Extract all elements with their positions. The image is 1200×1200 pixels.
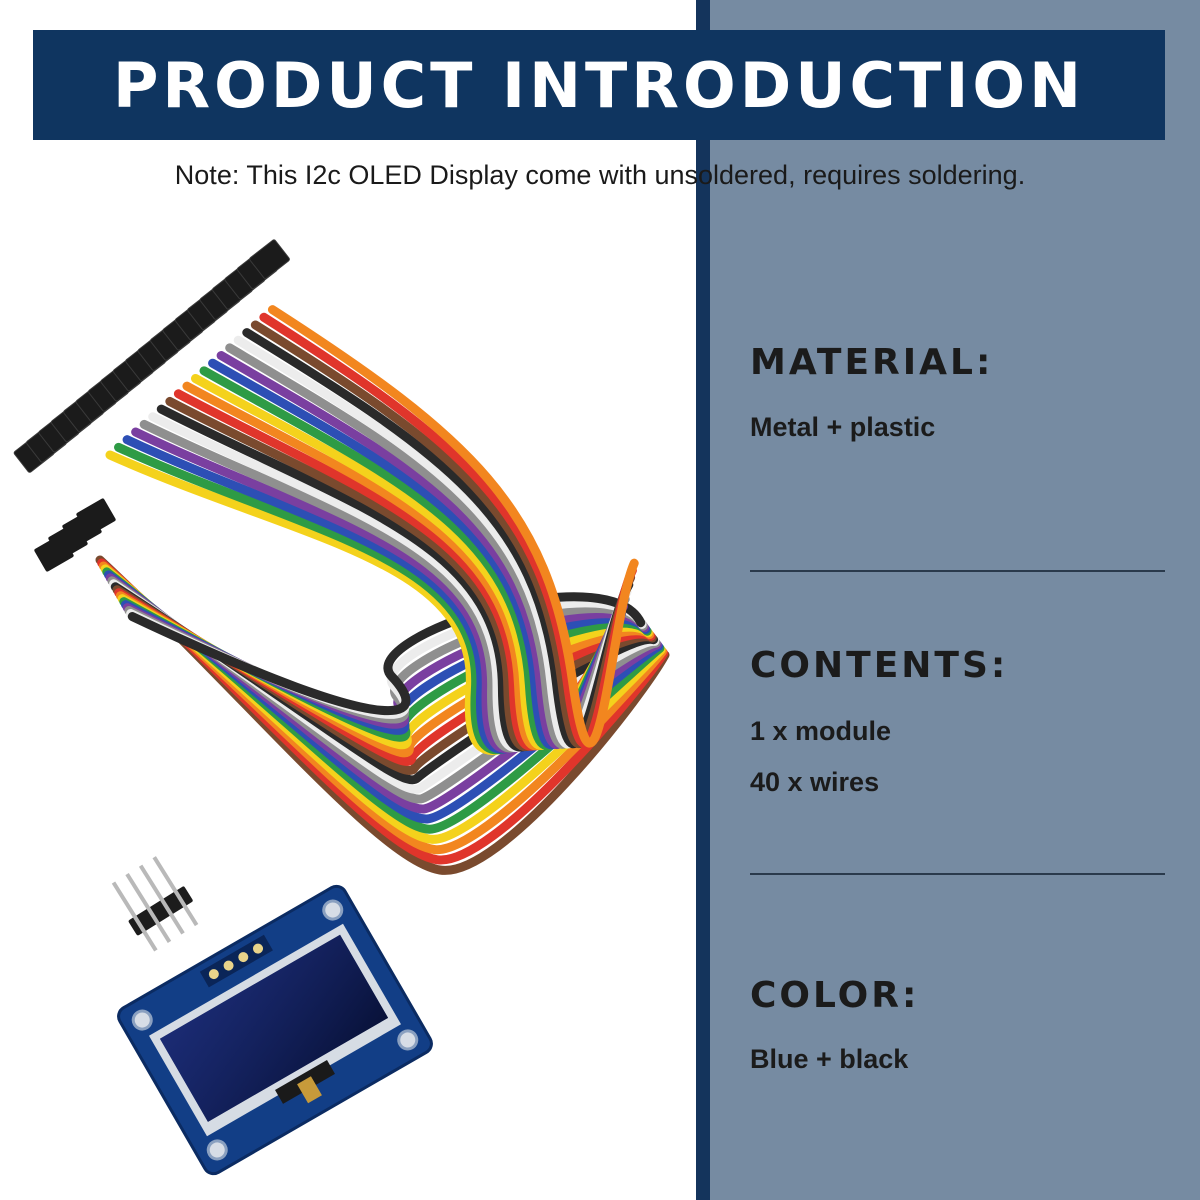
material-value: Metal + plastic bbox=[750, 412, 936, 442]
dupont-connector bbox=[249, 239, 290, 279]
contents-heading: CONTENTS: bbox=[750, 645, 1009, 686]
contents-item-module: 1 x module bbox=[750, 716, 892, 746]
wire-strand bbox=[267, 305, 639, 748]
color-value: Blue + black bbox=[750, 1044, 909, 1074]
material-heading: MATERIAL: bbox=[750, 342, 994, 383]
title-banner: PRODUCT INTRODUCTION bbox=[33, 30, 1165, 140]
right-info-panel bbox=[696, 0, 1200, 1200]
color-heading: COLOR: bbox=[750, 975, 920, 1016]
section-divider bbox=[750, 873, 1165, 875]
contents-item-wires: 40 x wires bbox=[750, 767, 880, 797]
header-pins-image bbox=[111, 856, 199, 952]
wire-strand bbox=[127, 592, 646, 716]
dupont-connector bbox=[76, 498, 116, 536]
ribbon-cable-image bbox=[13, 239, 670, 875]
panel-accent-stripe bbox=[696, 0, 710, 1200]
solder-note: Note: This I2c OLED Display come with un… bbox=[174, 160, 1026, 190]
section-divider bbox=[750, 570, 1165, 572]
oled-module-image bbox=[111, 856, 433, 1176]
page-title: PRODUCT INTRODUCTION bbox=[112, 48, 1086, 122]
